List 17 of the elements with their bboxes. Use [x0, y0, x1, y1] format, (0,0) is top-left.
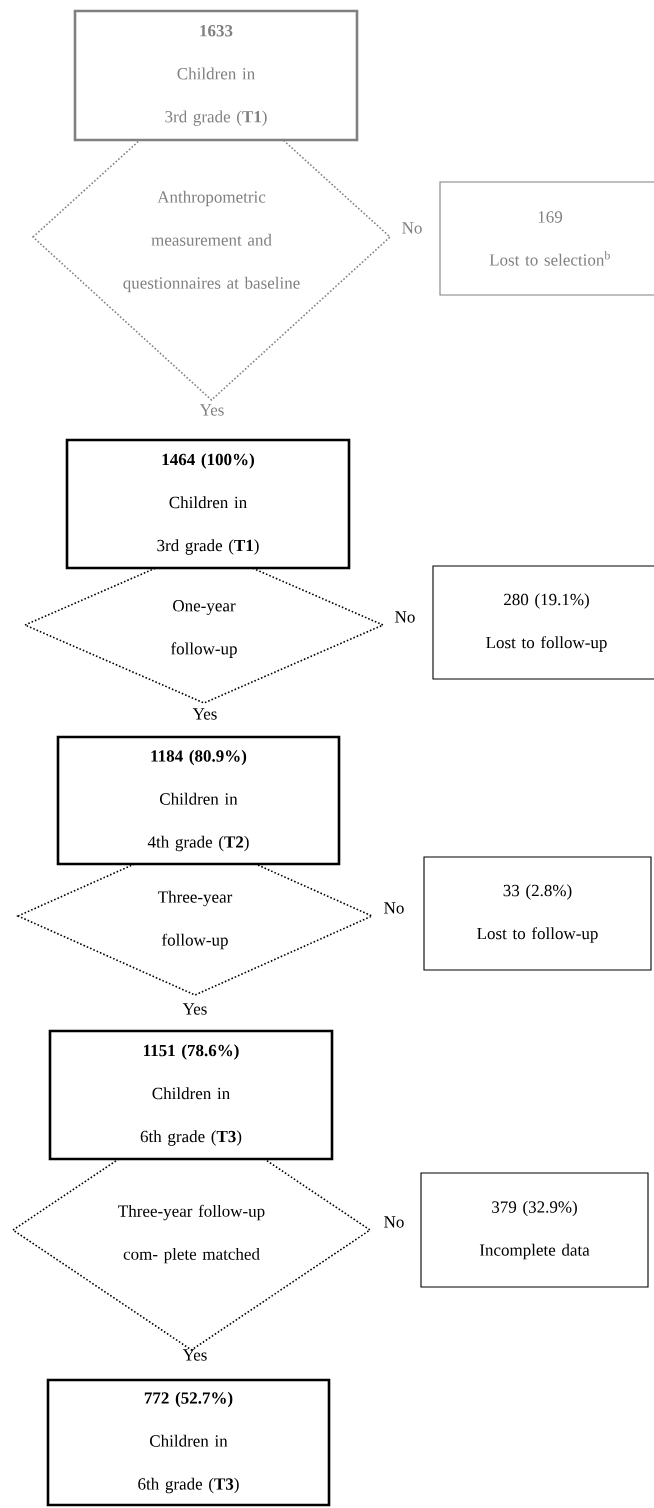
- process-box: 772 (52.7%) Children in 6th grade (T3): [46, 1378, 331, 1507]
- branch-label: Yes: [192, 708, 217, 720]
- branch-label: Yes: [199, 404, 224, 416]
- branch-label: Yes: [182, 1349, 207, 1361]
- process-box: 1464 (100%) Children in 3rd grade (T1): [65, 438, 351, 570]
- exclusion-box: 33 (2.8%) Lost to follow-up: [423, 856, 652, 971]
- process-box: 1151 (78.6%) Children in 6th grade (T3): [48, 1029, 334, 1161]
- exclusion-box: 379 (32.9%) Incomplete data: [420, 1172, 649, 1288]
- process-box: 1184 (80.9%) Children in 4th grade (T2): [56, 735, 341, 866]
- exclusion-box: 280 (19.1%) Lost to follow-up: [432, 565, 654, 680]
- branch-label: No: [384, 1216, 404, 1228]
- branch-label: No: [384, 902, 404, 914]
- branch-label: No: [402, 222, 422, 234]
- branch-label: No: [395, 611, 415, 623]
- process-box: 1633 Children in 3rd grade (T1): [73, 9, 359, 142]
- branch-label: Yes: [182, 1003, 207, 1015]
- exclusion-box: 169 Lost to selection$^{b}$: [439, 181, 654, 296]
